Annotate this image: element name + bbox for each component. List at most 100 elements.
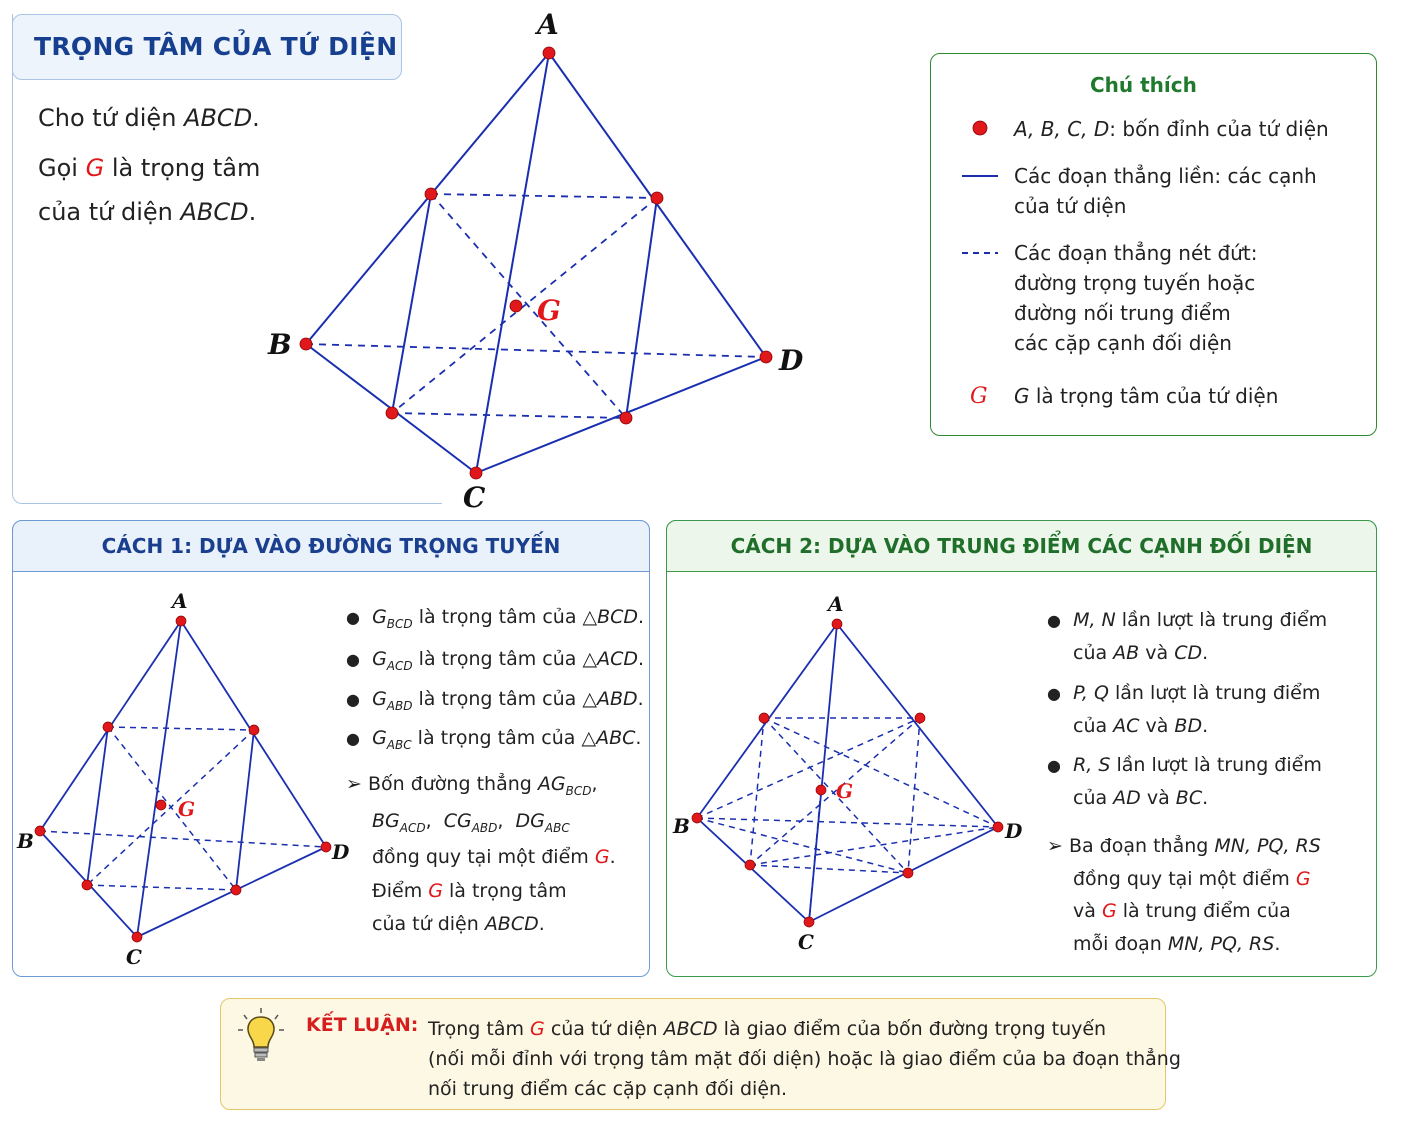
g-symbol: G — [428, 880, 443, 902]
m2-midpoint-dot — [758, 712, 770, 724]
tetra-name: ABCD — [484, 913, 539, 935]
intro-text: . — [252, 104, 260, 132]
method1-card — [12, 520, 650, 977]
m1-text: . — [538, 913, 545, 935]
legend-label: : bốn đỉnh của tứ diện — [1109, 117, 1329, 141]
bullet-dot-icon: ● — [346, 729, 360, 748]
bullet-dot-icon: ● — [1047, 611, 1061, 630]
g-symbol: G — [1101, 900, 1117, 922]
bullet-text: là trọng tâm của — [412, 606, 583, 628]
legend-label: là trọng tâm của tứ diện — [1029, 384, 1279, 408]
m1-vertex-c-dot — [131, 931, 143, 943]
m2-dashed — [763, 717, 909, 874]
m2-bullet-1: ● M, N lần lượt là trung điểm của AB và … — [1047, 604, 1327, 669]
page-title: TRỌNG TÂM CỦA TỨ DIỆN — [34, 32, 398, 61]
legend-label: A, B, C, D — [1014, 117, 1110, 141]
vertex-dots — [299, 46, 773, 480]
m1-vertex-b-dot — [34, 825, 46, 837]
m1-text: . — [609, 846, 616, 868]
m2-midpoint-dot — [914, 712, 926, 724]
m2-dashed — [749, 826, 999, 866]
bullet-end: . — [637, 688, 644, 710]
m2-text: Ba đoạn thẳng — [1068, 835, 1215, 857]
m2-bullet-3: ● R, S lần lượt là trung điểm của AD và … — [1047, 749, 1322, 814]
m1-dashed — [86, 884, 237, 891]
dashed-mid-2 — [391, 412, 627, 419]
m1-vertex-a-dot — [175, 615, 187, 627]
m2-text: lần lượt là trung điểm — [1115, 609, 1328, 631]
m1-point-dot — [248, 724, 260, 736]
method2-header — [666, 520, 1377, 572]
m2-dashed — [696, 717, 921, 819]
legend-item-vertices: A, B, C, D: bốn đỉnh của tứ diện — [1014, 114, 1329, 144]
m2-text: . — [1202, 787, 1209, 809]
m1-line — [235, 729, 255, 891]
m1-arrow-line-1: ➢ Bốn đường thẳng AGBCD, — [346, 773, 598, 798]
conc-text: là giao điểm của bốn đường trọng tuyến — [717, 1018, 1107, 1040]
m1-label-b: B — [16, 829, 34, 853]
bullet-text: là trọng tâm của — [412, 648, 583, 670]
m1-label-g: G — [178, 797, 195, 821]
method1-header — [12, 520, 650, 572]
bullet-dot-icon: ● — [346, 650, 360, 669]
vertex-c-dot — [469, 466, 483, 480]
m1-text: là trọng tâm — [442, 880, 567, 902]
m1-text: đồng quy tại một điểm — [372, 846, 595, 868]
m2-text: BC — [1175, 787, 1203, 809]
bullet-end: . — [635, 727, 642, 749]
title-banner — [12, 14, 402, 80]
bullet-g: G — [372, 606, 387, 628]
dashed-diag-1 — [430, 193, 627, 419]
m1-point-dot — [102, 721, 114, 733]
m2-text: CD — [1174, 642, 1203, 664]
m2-text: . — [1202, 642, 1209, 664]
bullet-triangle: △ABD — [582, 688, 638, 710]
edge-ad — [548, 52, 767, 358]
conc-line-2: (nối mỗi đỉnh với trọng tâm mặt đối diện… — [428, 1048, 1181, 1070]
bullet-triangle: △BCD — [582, 606, 639, 628]
m2-text: là trung điểm của — [1116, 900, 1291, 922]
m1-centroid-dot — [155, 799, 167, 811]
m1-dashed — [86, 729, 255, 886]
m2-text: đồng quy tại một điểm — [1073, 867, 1296, 890]
conclusion-panel — [220, 998, 1166, 1110]
m1-text: ACD — [399, 820, 426, 835]
vertex-b-dot — [299, 337, 313, 351]
m2-edge-bc — [696, 817, 810, 923]
m2-text: AB — [1113, 642, 1140, 664]
line-face-abc — [391, 193, 432, 414]
intro-text: Cho tứ diện — [38, 104, 185, 132]
intro-text: của tứ diện — [38, 198, 181, 226]
m1-text: BG — [372, 810, 400, 832]
bullet-triangle: △ABC — [581, 727, 636, 749]
red-dot-icon — [972, 120, 988, 136]
bullet-g: G — [372, 648, 387, 670]
bullet-g: G — [372, 727, 387, 749]
method1-diagram: A B C D G — [16, 589, 350, 969]
conc-line-3: nối trung điểm các cặp cạnh đối diện. — [428, 1078, 788, 1100]
g-symbol: G — [594, 846, 610, 868]
m1-bullet-3: ● GABD là trọng tâm của △ABD. — [346, 688, 644, 713]
method2-title: CÁCH 2: DỰA VÀO TRUNG ĐIỂM CÁC CẠNH ĐỐI … — [730, 534, 1313, 558]
vertex-d-dot — [759, 350, 773, 364]
m1-line — [86, 726, 109, 886]
m1-text: Bốn đường thẳng — [367, 773, 538, 795]
m2-text: và — [1140, 787, 1176, 809]
m1-arrow-line-5: của tứ diện ABCD. — [372, 913, 545, 935]
m2-centroid-dot — [815, 784, 827, 796]
m2-dashed — [808, 789, 822, 923]
m2-text: và — [1139, 642, 1175, 664]
line-face-acd — [625, 197, 658, 419]
m2-text: mỗi đoạn — [1073, 932, 1168, 955]
m2-text: của — [1073, 787, 1114, 809]
edge-bd-hidden — [305, 343, 767, 358]
m1-point-dot — [230, 884, 242, 896]
dashed-diag-2 — [391, 197, 658, 414]
g-symbol: G — [85, 154, 105, 182]
m2-text: lần lượt là trung điểm — [1108, 682, 1321, 704]
legend-line: đường nối trung điểm — [1014, 301, 1231, 325]
intro-line-3: của tứ diện ABCD. — [38, 198, 256, 226]
bullet-end: . — [638, 606, 645, 628]
m2-text: BD — [1174, 715, 1203, 737]
midpoint-dot — [424, 187, 438, 201]
